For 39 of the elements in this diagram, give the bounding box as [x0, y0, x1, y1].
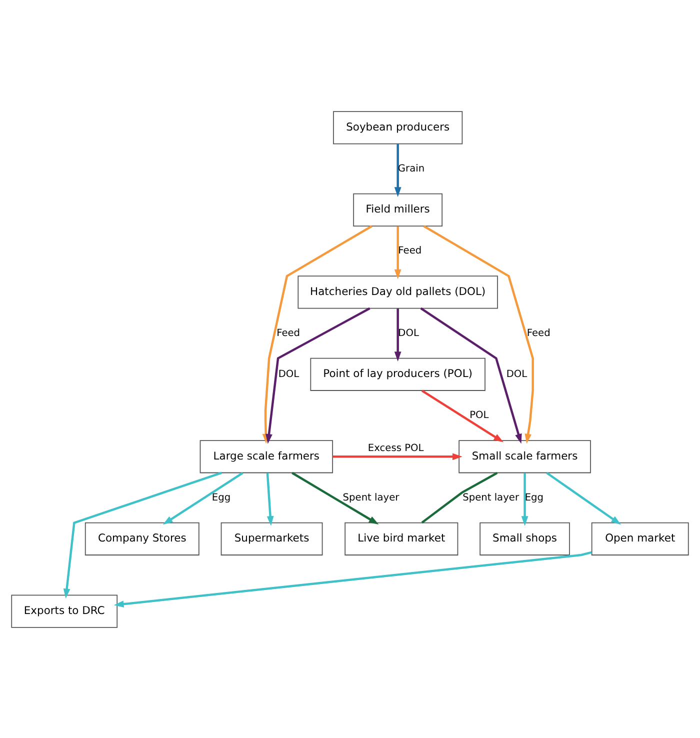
edge-label: Feed	[526, 327, 550, 338]
node-box: Point of lay producers (POL)	[310, 357, 486, 390]
arrow	[266, 472, 274, 526]
node-box: Large scale farmers	[200, 440, 334, 473]
arrow	[292, 471, 379, 524]
arrow	[423, 224, 534, 444]
edge-label: POL	[470, 410, 489, 421]
arrow	[394, 226, 402, 279]
arrow	[266, 306, 370, 444]
arrow	[521, 472, 528, 526]
node-box: Open market	[591, 522, 689, 555]
node-box: Small shops	[480, 522, 570, 555]
edge-label: DOL	[278, 368, 300, 380]
node-box: Soybean producers	[333, 110, 463, 144]
arrow	[114, 550, 592, 607]
edge-label: DOL	[506, 368, 528, 380]
edge-label: Spent layer	[462, 492, 520, 503]
node-box: Field millers	[353, 192, 443, 226]
arrow	[63, 471, 222, 598]
edge-label: Excess POL	[368, 442, 424, 454]
edge-label: Feed	[276, 327, 300, 338]
arrow	[394, 144, 402, 196]
node-box: Small scale farmers	[458, 440, 591, 473]
node-box: Hatcheries Day old pallets (DOL)	[298, 275, 498, 308]
arrow	[394, 308, 402, 361]
arrow	[420, 306, 522, 444]
node-box: Live bird market	[344, 522, 458, 555]
edge-label: Egg	[212, 492, 231, 503]
arrow	[332, 452, 462, 460]
connector	[421, 471, 498, 523]
arrow	[546, 471, 621, 524]
edge-label: Spent layer	[342, 492, 400, 503]
edge-label: DOL	[398, 327, 419, 338]
arrow	[162, 471, 244, 524]
node-box: Company Stores	[84, 522, 200, 555]
arrow	[421, 389, 504, 442]
node-box: Supermarkets	[220, 522, 323, 555]
edge-label: Feed	[398, 245, 422, 256]
node-box: Exports to DRC	[11, 594, 118, 628]
